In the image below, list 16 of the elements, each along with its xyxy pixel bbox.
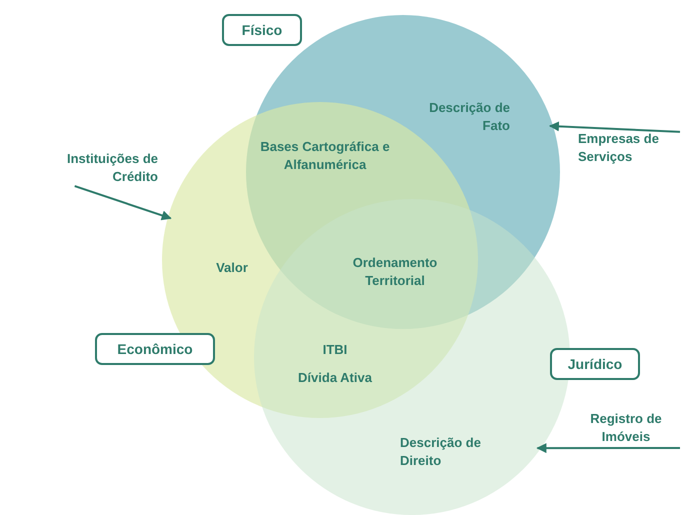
- category-label: Físico: [222, 14, 302, 46]
- region-label: Descrição de Direito: [400, 434, 482, 470]
- arrow: [548, 121, 680, 133]
- region-label: Descrição de Fato: [428, 99, 510, 135]
- region-label: Dívida Ativa: [297, 369, 373, 387]
- arrow: [74, 185, 172, 220]
- category-label: Jurídico: [550, 348, 640, 380]
- category-label: Econômico: [95, 333, 215, 365]
- region-label: Valor: [215, 259, 249, 277]
- region-label: ITBI: [322, 341, 348, 359]
- region-label: Ordenamento Territorial: [352, 254, 438, 290]
- source-label: Instituições de Crédito: [60, 150, 158, 188]
- source-label: Registro de Imóveis: [572, 410, 680, 448]
- arrow: [536, 443, 680, 454]
- region-label: Bases Cartográfica e Alfanumérica: [259, 138, 391, 174]
- source-label: Empresas de Serviços: [578, 130, 680, 168]
